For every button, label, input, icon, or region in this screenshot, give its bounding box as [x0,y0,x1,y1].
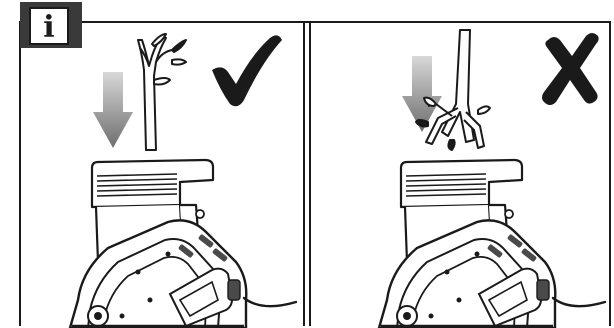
arrow-down-icon [402,56,442,132]
straight-branch-icon [137,33,187,151]
cross-mark-icon [542,33,599,105]
panel-incorrect [377,29,607,328]
panel-divider [303,22,311,326]
garden-shredder-left [68,158,298,328]
check-mark-icon [212,35,282,107]
garden-shredder-right [377,158,607,328]
arrow-down-icon [93,72,133,148]
info-badge: i [20,2,82,48]
info-icon: i [43,10,54,45]
branched-twig-icon [415,29,491,151]
panel-correct [68,33,298,328]
